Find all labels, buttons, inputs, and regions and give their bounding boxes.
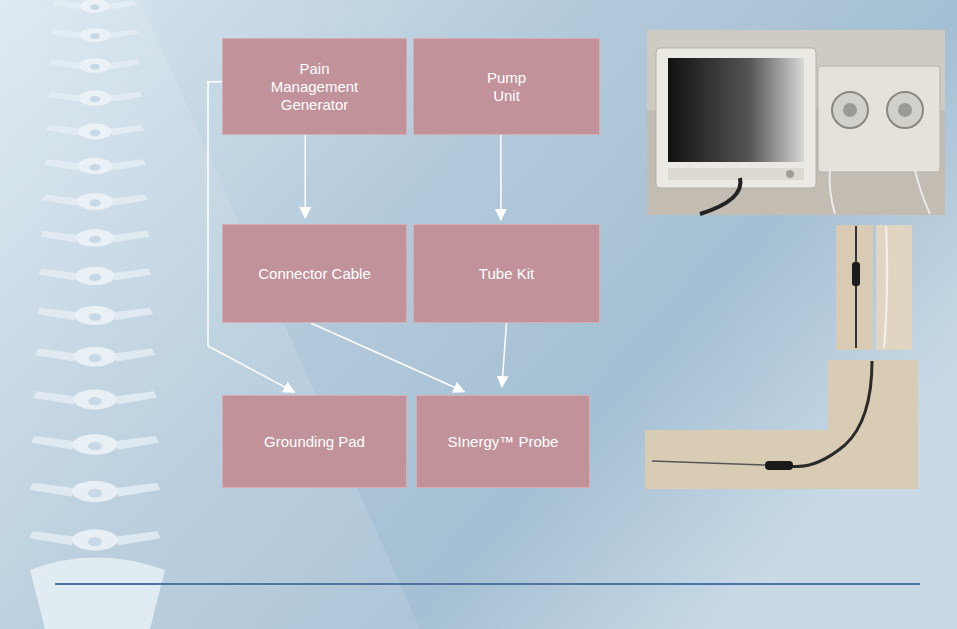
process-box: Grounding Pad [222,395,407,488]
connector-arrow [305,135,307,218]
box-label: Grounding Pad [264,433,365,451]
connector-arrow [500,135,502,220]
process-box: Pump Unit [413,38,600,135]
process-box: Tube Kit [413,224,600,323]
box-label: Tube Kit [479,265,534,283]
probe-photo [645,225,918,489]
spine-illustration [29,0,165,629]
process-box: Connector Cable [222,224,407,323]
box-label: SInergy™ Probe [448,433,559,451]
process-box: Pain Management Generator [222,38,407,135]
rule-line [55,583,920,585]
box-label: Pain Management Generator [260,60,370,114]
connector-arrow [502,323,507,387]
connector-arrow [311,323,465,392]
box-label: Pump Unit [477,69,537,105]
device-photo [647,30,945,215]
process-box: SInergy™ Probe [416,395,590,488]
box-label: Connector Cable [258,265,371,283]
